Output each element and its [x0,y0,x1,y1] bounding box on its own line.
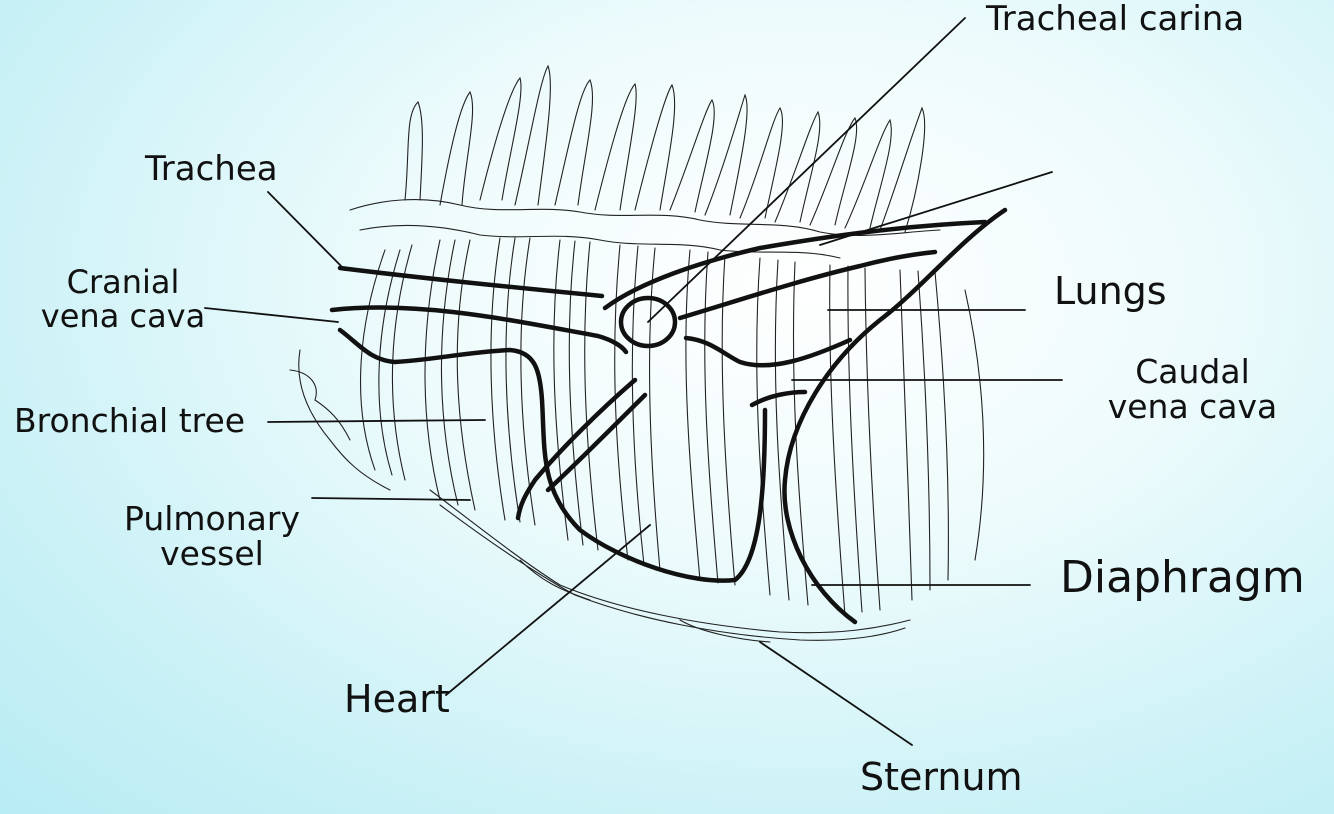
label-tracheal-carina: Tracheal carina [986,0,1245,39]
leader-cranial-vena-cava [204,307,339,323]
lung-upper-border [602,219,988,311]
cranial-vena-cava-lower [749,389,808,408]
label-pulmonary-vessel: Pulmonary vessel [112,499,312,573]
label-bronchial-tree: Bronchial tree [14,401,246,440]
label-pulmonary-vessel-line2: vessel [160,533,264,573]
leader-pulmonary-vessel [311,497,471,501]
label-caudal-vena-cava: Caudal vena cava [1080,352,1305,426]
label-heart: Heart [344,677,450,721]
pulmonary-vessel-outline [515,377,638,521]
leader-bronchial-tree [267,419,486,423]
label-lungs: Lungs [1054,269,1167,313]
label-diaphragm: Diaphragm [1060,552,1305,603]
pulmonary-vessel-outline-2 [545,392,648,493]
label-cranial-vena-cava: Cranial vena cava [38,263,208,335]
leader-heart [445,524,651,696]
tracheal-carina-ring [618,295,678,349]
label-pulmonary-vessel-line1: Pulmonary [124,499,300,538]
label-cranial-vena-cava-line2: vena cava [40,296,206,335]
caudal-vena-cava-outline [683,335,853,368]
label-sternum: Sternum [860,755,1023,799]
lung-border-2 [677,249,938,321]
leader-lungs-top [819,171,1053,246]
leader-lines [204,17,1063,746]
heart-outline [337,327,768,583]
label-caudal-vena-cava-line1: Caudal [1135,352,1250,391]
label-cranial-vena-cava-line1: Cranial [66,263,180,301]
diaphragm-outline [782,207,1008,625]
label-trachea: Trachea [145,149,278,189]
rib-cage-sketch [289,64,985,643]
organ-outlines [329,207,1008,625]
trachea-outline [337,265,605,299]
label-caudal-vena-cava-line2: vena cava [1107,386,1278,426]
leader-sternum [759,641,913,746]
leader-tracheal-carina [647,17,966,323]
leader-trachea [267,191,346,271]
trachea-outline-lower [329,305,629,355]
